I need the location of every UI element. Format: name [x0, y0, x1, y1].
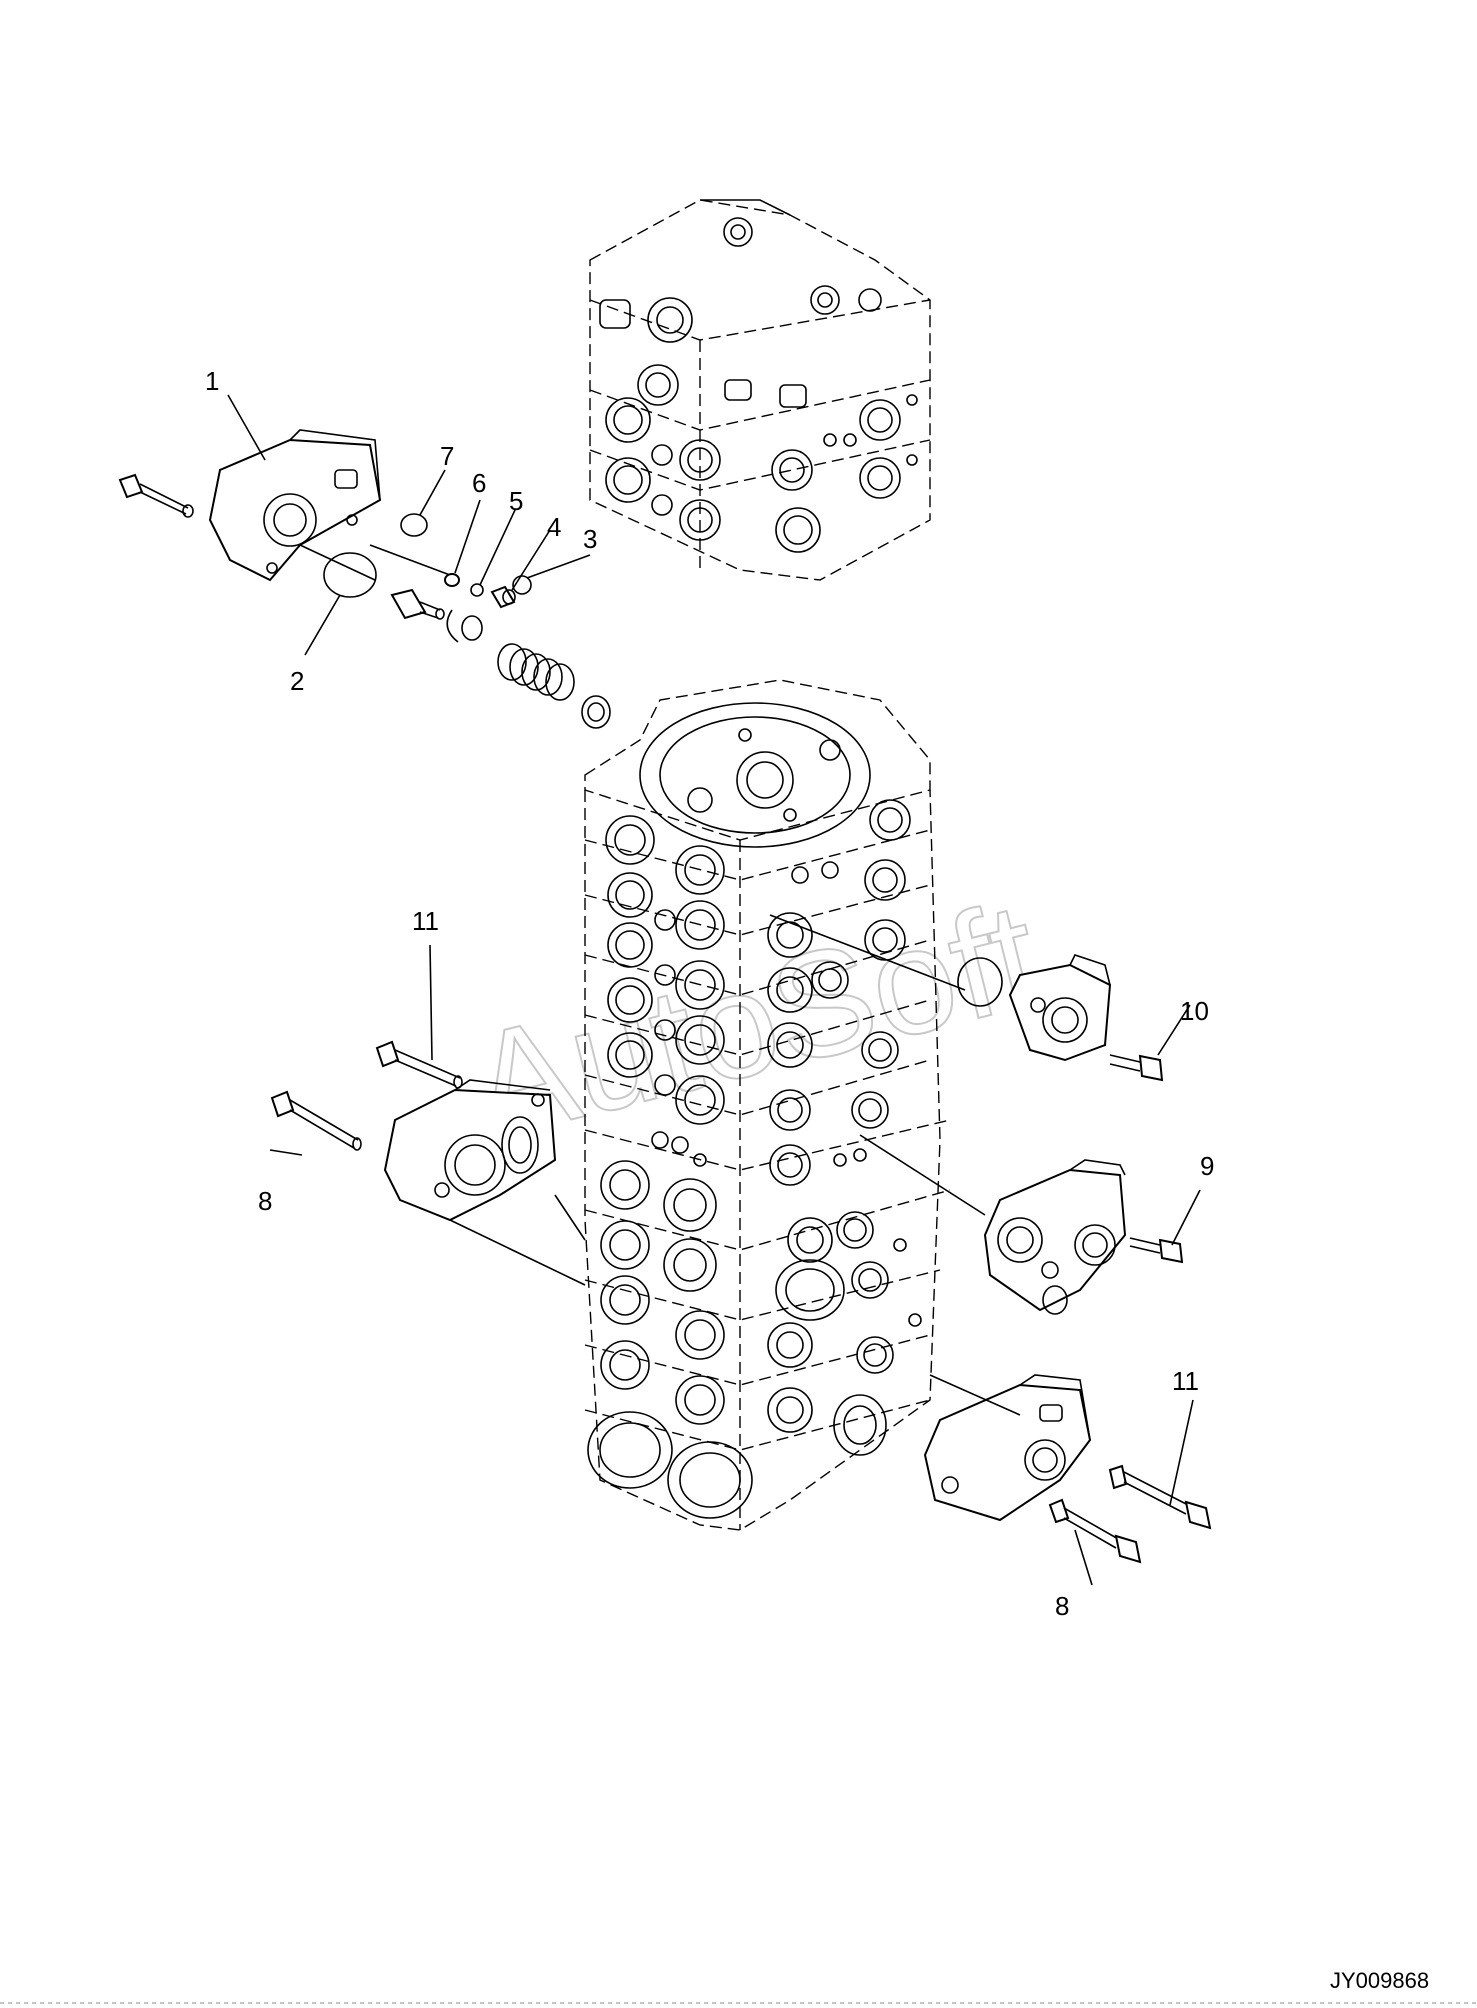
lower-right-cover	[923, 1374, 1092, 1522]
leader-lines	[227, 394, 1201, 1586]
assembly-lines	[299, 544, 1021, 1416]
part-8-bolt-lower	[1048, 1498, 1142, 1564]
part-10-bolt	[1109, 1054, 1164, 1082]
callout-8-bottom: 8	[1055, 1591, 1069, 1621]
part-1-housing	[208, 429, 382, 582]
upper-valve-block	[589, 199, 931, 581]
poppet	[390, 588, 445, 620]
drawing-id: JY009868	[1330, 1968, 1429, 1993]
callout-11-upper: 11	[412, 906, 439, 936]
callout-8-left: 8	[258, 1186, 272, 1216]
part-9-cover	[983, 1159, 1127, 1315]
callout-3: 3	[583, 524, 597, 554]
part-3-o-ring	[512, 575, 532, 595]
callout-1: 1	[205, 366, 219, 396]
part-8-bolt-left	[270, 1090, 362, 1151]
part-6-plug	[369, 544, 460, 587]
part-1-bolt	[118, 473, 194, 518]
part-11-bolt-lower	[1108, 1464, 1212, 1530]
part-2-o-ring	[323, 552, 377, 598]
left-cover	[383, 1079, 557, 1222]
part-10-o-ring	[957, 957, 1003, 1007]
part-11-bolt-upper	[375, 1040, 463, 1089]
part-7-o-ring	[400, 513, 428, 537]
clip	[446, 609, 483, 643]
callout-5: 5	[509, 486, 523, 516]
part-10-cover	[1008, 954, 1112, 1062]
callout-10: 10	[1180, 996, 1209, 1026]
part-4-seat	[490, 585, 516, 609]
washer	[581, 695, 611, 729]
callout-4: 4	[547, 512, 561, 542]
callout-6: 6	[472, 468, 486, 498]
callout-9: 9	[1200, 1151, 1214, 1181]
spring	[497, 643, 575, 701]
callout-2: 2	[290, 666, 304, 696]
callout-11-lower: 11	[1172, 1366, 1199, 1396]
part-5-ball	[470, 583, 484, 597]
main-valve-stack	[584, 679, 951, 1531]
callout-7: 7	[440, 441, 454, 471]
